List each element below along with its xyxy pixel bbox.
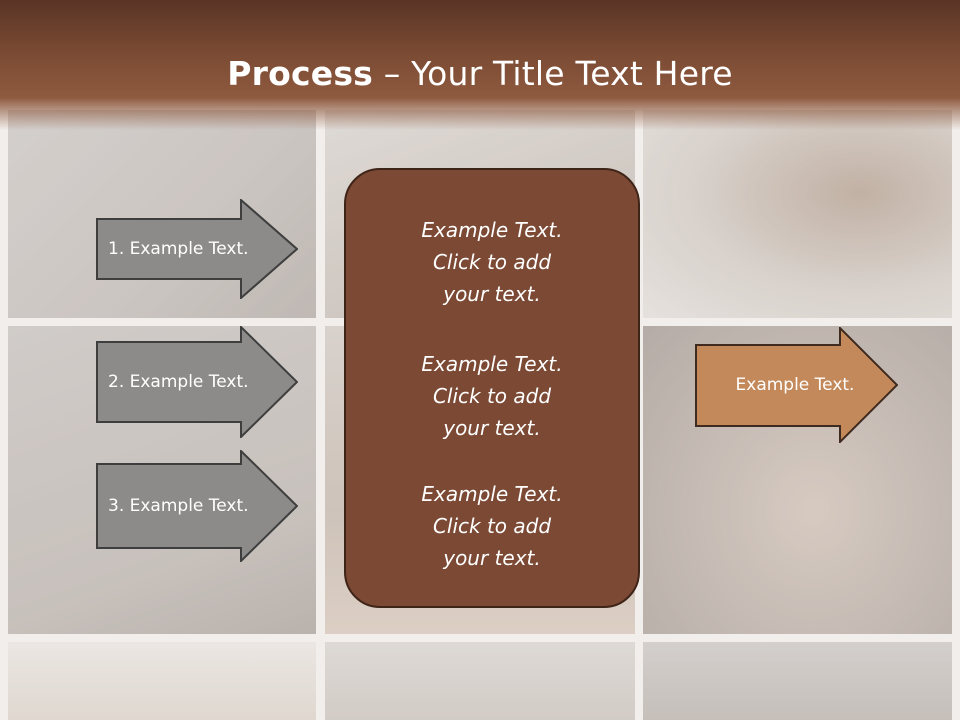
photo-tile xyxy=(8,642,316,720)
center-text-block-1[interactable]: Example Text. Click to add your text. xyxy=(346,214,638,310)
title-rest-text: – Your Title Text Here xyxy=(373,54,733,93)
center-text-line: Click to add xyxy=(432,384,552,408)
result-arrow[interactable]: Example Text. xyxy=(695,327,898,443)
photo-tile xyxy=(643,110,952,318)
center-text-line: Click to add xyxy=(432,514,552,538)
center-text-line: Click to add xyxy=(432,250,552,274)
title-bold-text: Process xyxy=(227,54,374,93)
center-text-block-3[interactable]: Example Text. Click to add your text. xyxy=(346,478,638,574)
center-text-line: your text. xyxy=(443,546,541,570)
result-arrow-label: Example Text. xyxy=(735,375,855,395)
arrow-shape-icon xyxy=(96,326,298,438)
arrow-shape-icon xyxy=(96,450,298,562)
photo-tile xyxy=(325,642,635,720)
photo-tile xyxy=(643,642,952,720)
process-arrow-1[interactable]: 1. Example Text. xyxy=(96,199,298,299)
photo-tile xyxy=(8,110,316,318)
center-text-block-2[interactable]: Example Text. Click to add your text. xyxy=(346,348,638,444)
title-band: Process – Your Title Text Here xyxy=(0,0,960,130)
process-arrow-3[interactable]: 3. Example Text. xyxy=(96,450,298,562)
center-text-line: your text. xyxy=(443,416,541,440)
center-text-line: Example Text. xyxy=(421,352,563,376)
process-arrow-label: 1. Example Text. xyxy=(108,239,249,259)
process-arrow-2[interactable]: 2. Example Text. xyxy=(96,326,298,438)
center-text-line: your text. xyxy=(443,282,541,306)
arrow-shape-icon xyxy=(695,327,898,443)
center-text-line: Example Text. xyxy=(421,482,563,506)
center-text-box[interactable]: Example Text. Click to add your text. Ex… xyxy=(344,168,640,608)
arrow-shape-icon xyxy=(96,199,298,299)
center-text-line: Example Text. xyxy=(421,218,563,242)
process-arrow-label: 3. Example Text. xyxy=(108,496,249,516)
slide-title[interactable]: Process – Your Title Text Here xyxy=(0,52,960,96)
process-arrow-label: 2. Example Text. xyxy=(108,372,249,392)
